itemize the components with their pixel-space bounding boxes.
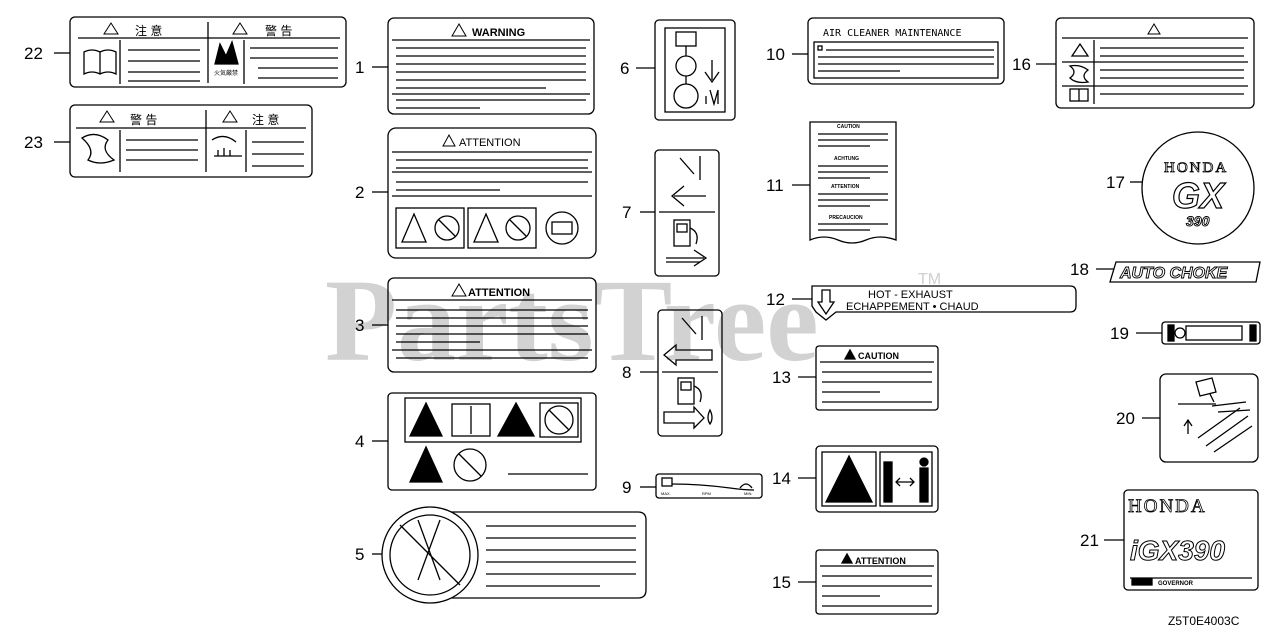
label-21-governor: GOVERNOR xyxy=(1158,581,1194,587)
label-15: ATTENTION xyxy=(815,549,939,615)
callout-22: 22 xyxy=(24,44,43,63)
label-21-brand: HONDA xyxy=(1128,496,1207,517)
label-11-line-4: PRECAUCION xyxy=(829,215,863,221)
callout-20: 20 xyxy=(1116,409,1135,428)
label-2-title: ATTENTION xyxy=(459,137,521,149)
label-17-size: 390 xyxy=(1186,213,1210,229)
label-23-head-right: 注 意 xyxy=(252,112,279,127)
label-17-brand: HONDA xyxy=(1164,160,1228,176)
label-22-head-right: 警 告 xyxy=(265,23,292,38)
label-9-mark-rpm: RPM xyxy=(702,491,711,496)
label-11-line-3: ATTENTION xyxy=(831,184,860,190)
label-12-line-1: HOT - EXHAUST xyxy=(868,289,953,301)
label-23: 警 告 注 意 xyxy=(69,104,313,178)
label-2: ATTENTION xyxy=(387,127,597,259)
label-11-line-1: CAUTION xyxy=(837,124,860,130)
callout-12: 12 xyxy=(766,290,785,309)
label-13: CAUTION xyxy=(815,345,939,411)
label-18-text: AUTO CHOKE xyxy=(1119,265,1229,282)
label-17-model: GX xyxy=(1172,175,1226,216)
diagram-code: Z5T0E4003C xyxy=(1168,614,1240,628)
callout-5: 5 xyxy=(355,545,365,564)
label-8 xyxy=(657,309,723,437)
callout-8: 8 xyxy=(622,363,632,382)
callout-10: 10 xyxy=(766,45,785,64)
label-14 xyxy=(815,445,939,513)
callout-13: 13 xyxy=(772,368,791,387)
label-9: MAX. RPM MIN. xyxy=(655,473,763,499)
label-3: ATTENTION xyxy=(387,277,597,373)
leader-lines xyxy=(54,52,1162,583)
callout-4: 4 xyxy=(355,432,365,451)
callout-16: 16 xyxy=(1012,55,1031,74)
label-11-line-2: ACHTUNG xyxy=(834,156,859,162)
callout-21: 21 xyxy=(1080,531,1099,550)
label-6 xyxy=(654,19,736,121)
label-4 xyxy=(387,392,597,491)
label-5 xyxy=(381,506,647,604)
label-7 xyxy=(654,149,720,277)
label-19 xyxy=(1161,321,1261,345)
watermark-text: PartsTree xyxy=(325,255,819,386)
label-23-head-left: 警 告 xyxy=(130,112,157,127)
callout-3: 3 xyxy=(355,316,365,335)
callout-17: 17 xyxy=(1106,173,1125,192)
label-15-title: ATTENTION xyxy=(855,556,906,566)
label-13-title: CAUTION xyxy=(858,351,899,361)
callout-15: 15 xyxy=(772,573,791,592)
label-17: HONDA GX 390 xyxy=(1141,131,1255,245)
label-18: AUTO CHOKE xyxy=(1109,261,1261,283)
callout-18: 18 xyxy=(1070,260,1089,279)
label-9-mark-max: MAX. xyxy=(661,491,671,496)
callout-7: 7 xyxy=(622,203,632,222)
label-21-model: iGX390 xyxy=(1130,535,1225,566)
label-16 xyxy=(1055,17,1255,109)
callout-1: 1 xyxy=(355,58,365,77)
label-12-line-2: ECHAPPEMENT • CHAUD xyxy=(846,301,979,313)
callout-19: 19 xyxy=(1110,324,1129,343)
label-22: 注 意 警 告 火気厳禁 xyxy=(69,16,347,88)
label-20 xyxy=(1159,373,1259,463)
callout-14: 14 xyxy=(772,469,791,488)
callout-9: 9 xyxy=(622,478,632,497)
callout-23: 23 xyxy=(24,133,43,152)
watermark-tm: TM xyxy=(918,271,941,288)
callout-6: 6 xyxy=(620,59,630,78)
callout-2: 2 xyxy=(355,183,365,202)
label-1: WARNING xyxy=(387,17,595,115)
label-21: HONDA iGX390 GOVERNOR xyxy=(1123,489,1259,591)
label-9-mark-min: MIN. xyxy=(744,491,752,496)
label-11: CAUTION ACHTUNG ATTENTION PRECAUCION xyxy=(809,121,897,244)
label-10: AIR CLEANER MAINTENANCE xyxy=(807,17,1005,85)
label-3-title: ATTENTION xyxy=(468,287,530,299)
label-12: HOT - EXHAUST ECHAPPEMENT • CHAUD xyxy=(811,285,1077,321)
label-22-head-left: 注 意 xyxy=(135,23,162,38)
callout-11: 11 xyxy=(766,176,784,195)
label-1-title: WARNING xyxy=(472,27,525,39)
label-10-title: AIR CLEANER MAINTENANCE xyxy=(823,28,961,39)
label-22-fire: 火気厳禁 xyxy=(214,69,238,77)
